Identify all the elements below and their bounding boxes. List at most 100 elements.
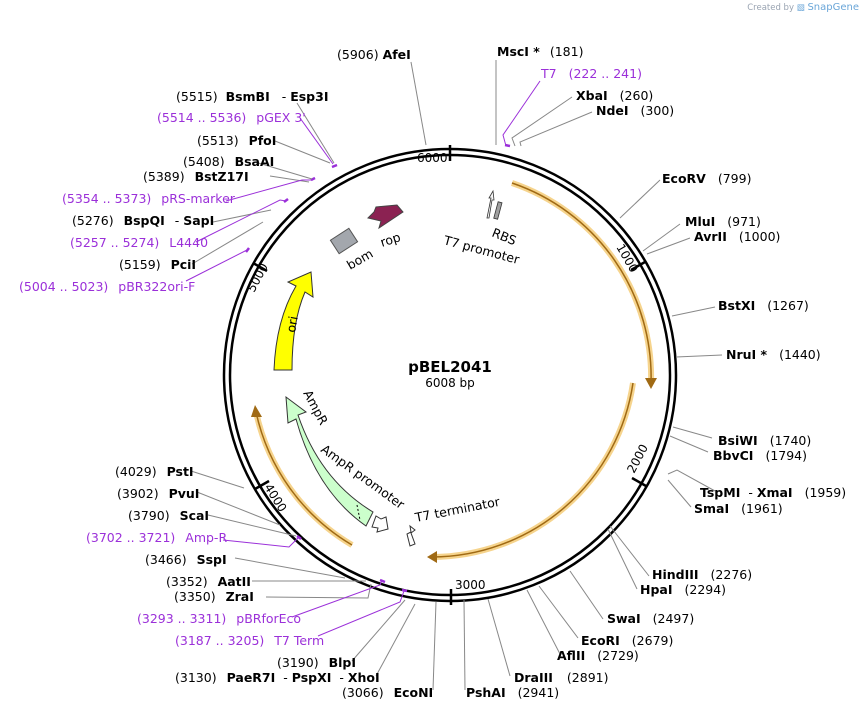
site-pshai-pos: (2941) [518,685,560,700]
site-sspi: (3466) SspI [145,552,227,567]
site-prs-marker: (5354 .. 5373) pRS-marker [62,191,236,206]
site-bbvci-name: BbvCI [713,448,753,463]
site-zrai-pos: (3350) [174,589,216,604]
site-pgex3-pos: (5514 .. 5536) [157,110,246,125]
site-pshai-name: PshAI [466,685,506,700]
leader-hpai [607,528,638,590]
leader-bsaai [254,161,313,180]
site-paer7i-pos: (3130) [175,670,217,685]
leader-econi [432,601,437,691]
site-econi-pos: (3066) [342,685,384,700]
leader-l4440 [195,199,287,243]
leader-ndei [519,111,593,147]
feature-ori-arrow [273,271,314,371]
site-draiii: DraIII (2891) [514,670,609,685]
feature-ori-label: ori [283,315,301,334]
site-bsiwi: BsiWI (1740) [718,433,811,448]
leader-prs-marker [225,179,312,202]
feature-ampr-dotted-edge [356,504,361,521]
site-esp3i-name: Esp3I [290,89,328,104]
leader-ecorv [619,179,661,219]
site-smai-name: SmaI [694,501,729,516]
site-bstz17i: (5389) BstZ17I [143,169,249,184]
site-t7-term-pos: (3187 .. 3205) [175,633,264,648]
tick-mark-2000 [631,476,647,488]
orf-arc-top-right-core [511,182,652,385]
site-psti-name: PstI [167,464,194,479]
leader-bspqi [212,209,272,223]
site-sspi-name: SspI [197,552,227,567]
site-swai-pos: (2497) [653,611,695,626]
site-hindiii-pos: (2276) [711,567,753,582]
leader-avrii [646,237,691,255]
plasmid-length: 6008 bp [425,376,475,390]
site-msci-pos: (181) [550,44,584,59]
site-mlui-pos: (971) [727,214,761,229]
site-psti: (4029) PstI [115,464,194,479]
feature-rop-label: rop [378,229,402,250]
site-xbai-name: XbaI [576,88,608,103]
site-bbvci-pos: (1794) [765,448,807,463]
snapgene-logo-icon: ▧ [796,3,805,13]
site-pgex3-name: pGEX 3' [256,110,305,125]
tick-mark-1000 [630,260,646,272]
site-bstxi-name: BstXI [718,298,755,313]
leader-ecori [538,585,579,639]
primer-mark-pbr322ori [245,247,250,253]
orf-arrow-bottom-right [427,551,437,563]
site-afei-pos: (5906) [337,47,379,62]
leader-amp-r [222,536,300,548]
site-bbvci: BbvCI (1794) [713,448,807,463]
site-pcii-name: PciI [171,257,197,272]
site-bstz17i-pos: (5389) [143,169,185,184]
site-t7-term-name: T7 Term [273,633,324,648]
site-ecorv: EcoRV (799) [662,171,751,186]
site-prs-marker-name: pRS-marker [161,191,236,206]
site-ecorv-pos: (799) [718,171,752,186]
site-ecori: EcoRI (2679) [581,633,673,648]
site-scai-name: ScaI [180,508,210,523]
site-labels: (5906) AfeI MscI * (181) T7 (222 .. 241)… [19,44,846,700]
leader-sspi [234,557,346,579]
leader-afei [410,61,427,146]
site-swai: SwaI (2497) [607,611,694,626]
leader-scai [207,514,297,537]
feature-ampr-label: AmpR [300,387,331,427]
leader-nrui [675,354,723,358]
leader-mlui [642,223,681,252]
leader-pgex3 [299,117,334,165]
site-psti-pos: (4029) [115,464,157,479]
primer-mark-t7-term [401,588,408,593]
leader-blpi [351,599,406,662]
site-pvui: (3902) PvuI [117,486,199,501]
site-aatii-pos: (3352) [166,574,208,589]
feature-bom [329,227,359,255]
site-l4440: (5257 .. 5274) L4440 [70,235,208,250]
site-pvui-name: PvuI [169,486,200,501]
site-bstxi: BstXI (1267) [718,298,809,313]
feature-t7-terminator-label: T7 terminator [413,494,502,525]
site-bsaai-pos: (5408) [183,154,225,169]
site-sapi-name: SapI [183,213,214,228]
site-ecorv-name: EcoRV [662,171,706,186]
site-bspqi: (5276) BspQI - SapI [72,213,214,228]
site-xhoi-name: XhoI [348,670,380,685]
site-afei-name: AfeI [383,47,411,62]
site-ndei-pos: (300) [641,103,675,118]
site-blpi: (3190) BlpI [277,655,356,670]
site-hpai: HpaI (2294) [640,582,726,597]
site-bsaai-name: BsaAI [235,154,275,169]
site-aatii-name: AatII [218,574,251,589]
site-amp-r-pos: (3702 .. 3721) [86,530,175,545]
orf-arc-bottom-right-core [431,382,634,558]
site-smai: SmaI (1961) [694,501,783,516]
site-nrui-name: NruI * [726,347,768,362]
feature-rbs [493,201,503,220]
leader-hindiii [609,525,650,577]
leader-aflii [526,589,561,655]
site-nrui-pos: (1440) [779,347,821,362]
site-bsmbi-name: BsmBI [226,89,270,104]
site-pvui-pos: (3902) [117,486,159,501]
orf-arcs [251,180,657,563]
